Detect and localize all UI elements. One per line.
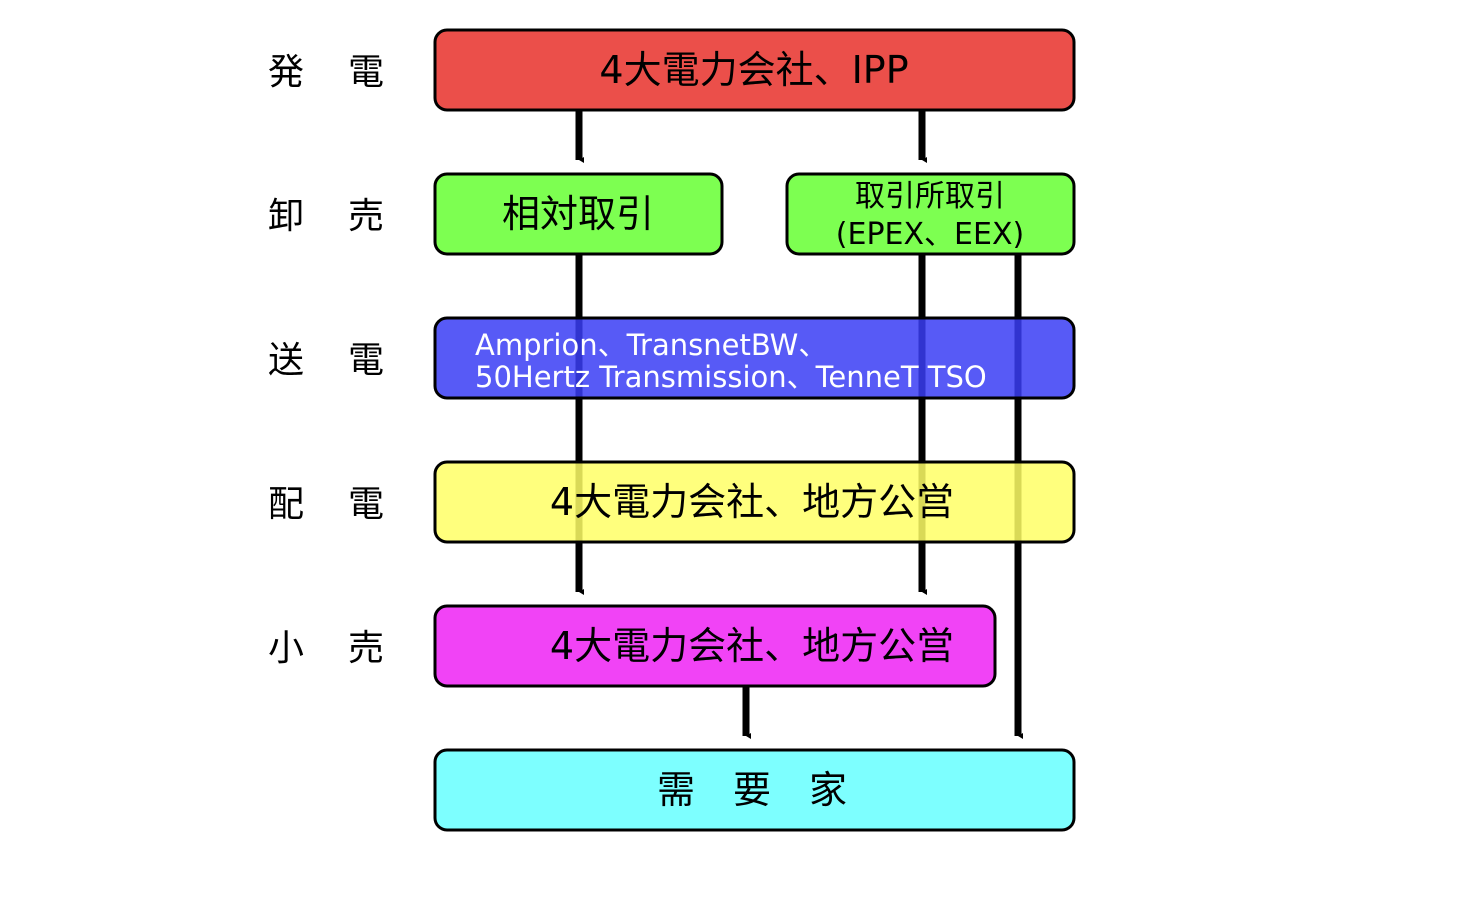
consumer-text: 需 要 家 <box>657 768 847 812</box>
row-label-char: 売 <box>348 196 384 237</box>
exchange-trading-box: 取引所取引 (EPEX、EEX) <box>785 172 1076 256</box>
distribution-text: 4大電力会社、地方公営 <box>550 480 954 524</box>
row-label-transmission: 送 電 <box>268 340 384 381</box>
row-label-char: 配 <box>268 484 304 525</box>
row-label-char: 卸 <box>268 196 304 237</box>
row-label-char: 小 <box>268 628 304 669</box>
row-label-char: 電 <box>348 52 384 93</box>
generation-text: 4大電力会社、IPP <box>599 48 908 92</box>
transmission-text-line2: 50Hertz Transmission、TenneT TSO <box>475 360 987 394</box>
consumer-box: 需 要 家 <box>433 748 1076 832</box>
row-label-distribution: 配 電 <box>268 484 384 525</box>
retail-text: 4大電力会社、地方公営 <box>550 624 954 668</box>
row-label-retail: 小 売 <box>268 628 384 669</box>
distribution-box: 4大電力会社、地方公営 <box>433 460 1076 544</box>
row-label-char: 送 <box>268 340 304 381</box>
bilateral-text: 相対取引 <box>502 192 654 236</box>
retail-box: 4大電力会社、地方公営 <box>433 604 997 688</box>
exchange-text-line1: 取引所取引 <box>855 179 1005 214</box>
row-label-char: 電 <box>348 340 384 381</box>
row-label-generation: 発 電 <box>268 52 384 93</box>
exchange-text-line2: (EPEX、EEX) <box>836 217 1024 252</box>
row-label-wholesale: 卸 売 <box>268 196 384 237</box>
row-label-char: 発 <box>268 52 304 93</box>
row-label-char: 売 <box>348 628 384 669</box>
bilateral-trading-box: 相対取引 <box>433 172 724 256</box>
transmission-box: Amprion、TransnetBW、 50Hertz Transmission… <box>433 316 1076 400</box>
transmission-text-line1: Amprion、TransnetBW、 <box>475 328 827 362</box>
row-label-char: 電 <box>348 484 384 525</box>
generation-box: 4大電力会社、IPP <box>433 28 1076 112</box>
